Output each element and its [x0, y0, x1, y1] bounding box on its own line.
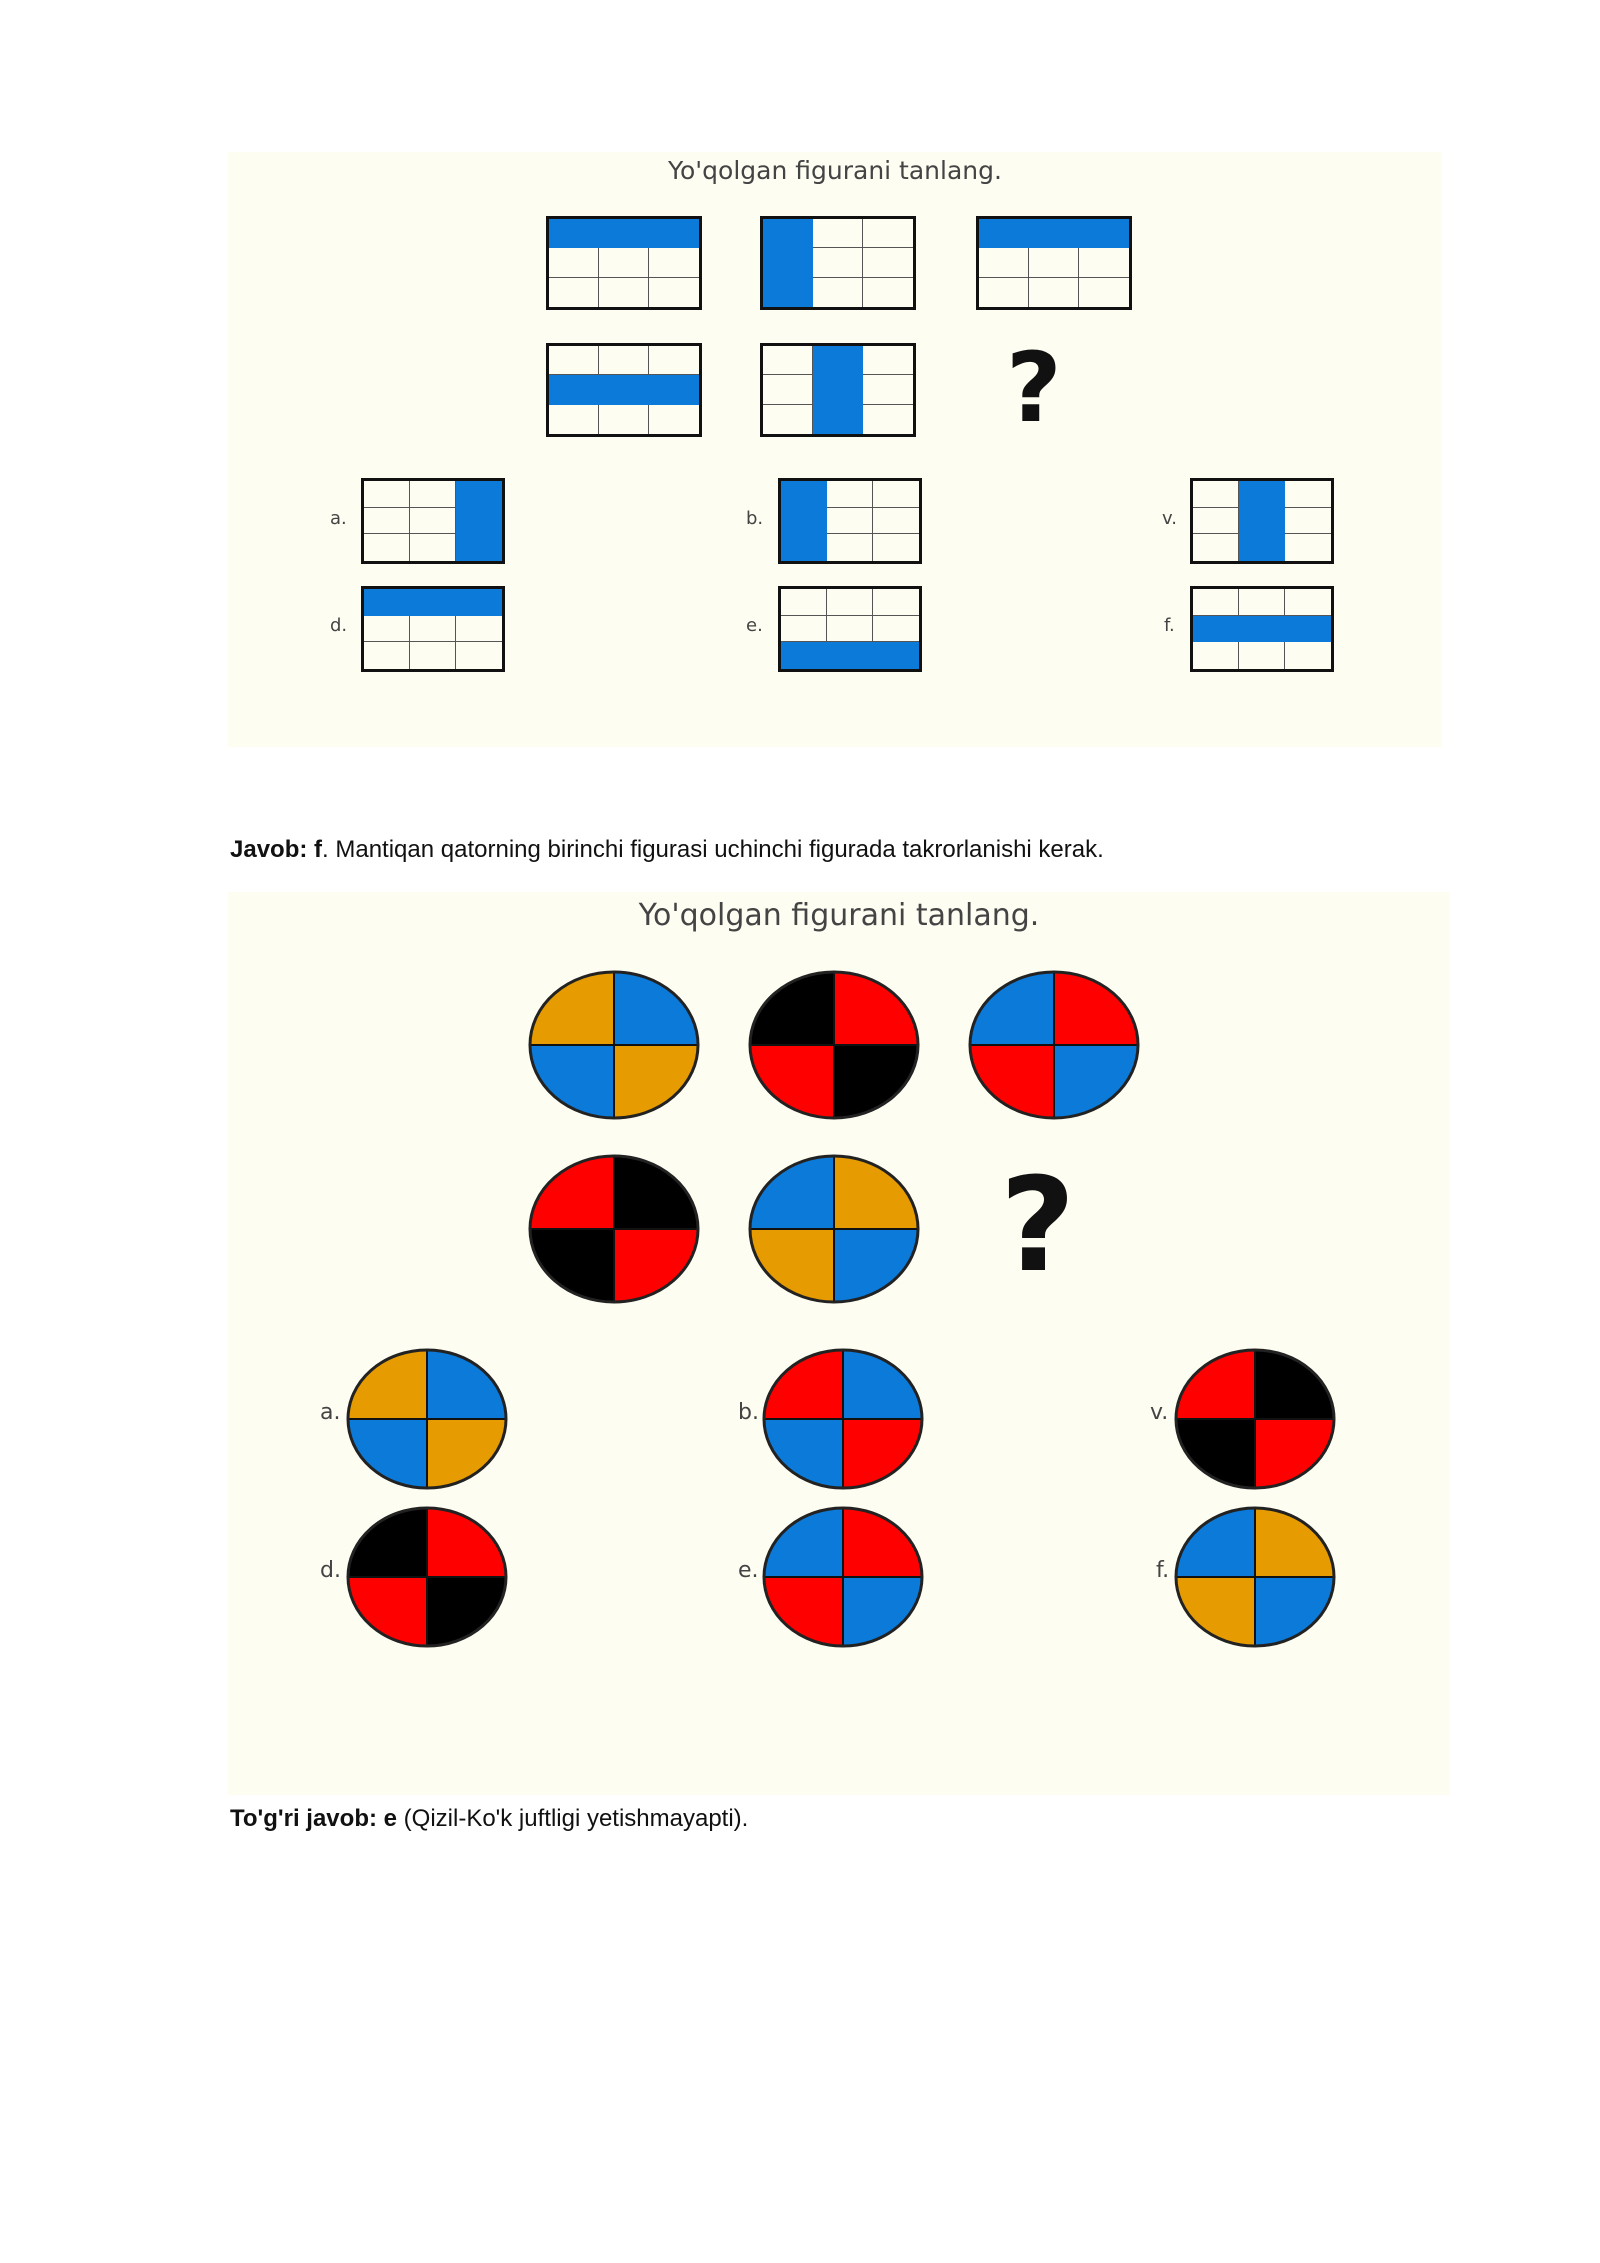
answer-2-label: To'g'ri javob:	[230, 1805, 377, 1832]
answer-2-explanation: (Qizil-Ko'k juftligi yetishmayapti).	[397, 1805, 749, 1832]
answer-1-text: Javob: f. Mantiqan qatorning birinchi fi…	[230, 836, 1104, 864]
option-label-a: a.	[330, 508, 347, 529]
option-v-disc[interactable]	[1174, 1348, 1336, 1490]
disc-figure-r2c2	[748, 1154, 920, 1304]
option-label-v: v.	[1150, 1400, 1169, 1425]
puzzle-1-panel: Yo'qolgan figurani tanlang. ? a. b.	[228, 152, 1442, 747]
option-label-e: e.	[746, 615, 763, 636]
disc-figure-r2c1	[528, 1154, 700, 1304]
question-mark-1: ?	[1006, 332, 1062, 444]
option-label-d: d.	[320, 1558, 341, 1583]
option-v-figure[interactable]	[1190, 478, 1334, 564]
grid-figure-r1c2	[760, 216, 916, 310]
option-a-disc[interactable]	[346, 1348, 508, 1490]
grid-figure-r2c2	[760, 343, 916, 437]
disc-figure-r1c1	[528, 970, 700, 1120]
option-label-b: b.	[746, 508, 764, 529]
option-label-d: d.	[330, 615, 348, 636]
option-f-disc[interactable]	[1174, 1506, 1336, 1648]
option-label-f: f.	[1164, 615, 1175, 636]
answer-1-letter: f	[314, 836, 323, 863]
option-d-disc[interactable]	[346, 1506, 508, 1648]
grid-figure-r2c1	[546, 343, 702, 437]
grid-figure-r1c1	[546, 216, 702, 310]
answer-1-label: Javob:	[230, 836, 308, 863]
disc-figure-r1c3	[968, 970, 1140, 1120]
option-b-disc[interactable]	[762, 1348, 924, 1490]
option-d-figure[interactable]	[361, 586, 505, 672]
option-label-v: v.	[1162, 508, 1177, 529]
answer-2-text: To'g'ri javob: e (Qizil-Ko'k juftligi ye…	[230, 1805, 748, 1833]
puzzle-2-panel: Yo'qolgan figurani tanlang.	[228, 892, 1450, 1795]
option-label-a: a.	[320, 1400, 341, 1425]
option-f-figure[interactable]	[1190, 586, 1334, 672]
option-b-figure[interactable]	[778, 478, 922, 564]
option-e-disc[interactable]	[762, 1506, 924, 1648]
option-label-e: e.	[738, 1558, 759, 1583]
question-mark-2: ?	[1000, 1149, 1076, 1301]
puzzle-1-title: Yo'qolgan figurani tanlang.	[668, 156, 1002, 185]
grid-figure-r1c3	[976, 216, 1132, 310]
puzzle-2-title: Yo'qolgan figurani tanlang.	[638, 898, 1040, 933]
option-a-figure[interactable]	[361, 478, 505, 564]
disc-figure-r1c2	[748, 970, 920, 1120]
option-e-figure[interactable]	[778, 586, 922, 672]
answer-1-explanation: . Mantiqan qatorning birinchi figurasi u…	[322, 836, 1104, 863]
answer-2-letter: e	[383, 1805, 397, 1832]
option-label-b: b.	[738, 1400, 759, 1425]
option-label-f: f.	[1156, 1558, 1170, 1583]
